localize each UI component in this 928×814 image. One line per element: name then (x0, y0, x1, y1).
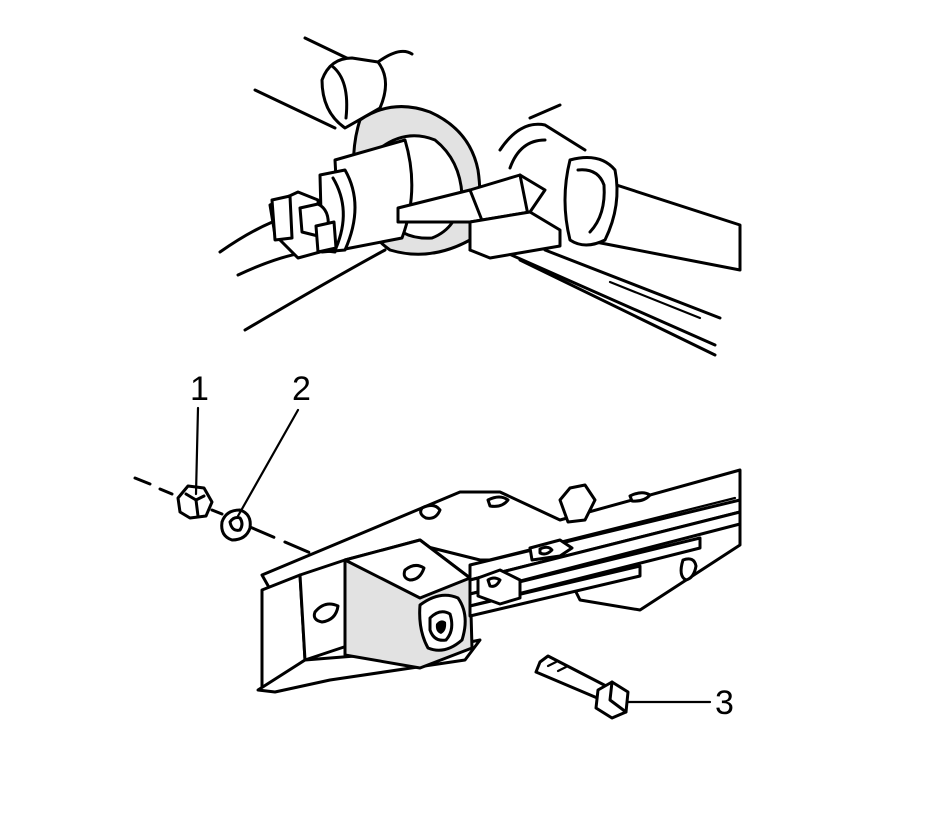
callout-label-washer: 2 (292, 370, 311, 408)
callout-label-nut: 1 (190, 370, 209, 408)
frame-rail-assembly (133, 468, 742, 694)
leader-line-2 (236, 408, 300, 518)
callout-label-bolt: 3 (715, 684, 734, 722)
hex-nut (176, 484, 214, 520)
bolt (534, 654, 630, 720)
bolt-axis-line (133, 476, 152, 486)
axle-assembly (218, 36, 742, 357)
frame-hole (312, 602, 340, 624)
callout-1: 1 (190, 370, 209, 496)
washer (220, 508, 252, 542)
callout-2: 2 (236, 370, 311, 518)
leader-line-1 (194, 406, 200, 496)
callout-3: 3 (626, 684, 734, 722)
